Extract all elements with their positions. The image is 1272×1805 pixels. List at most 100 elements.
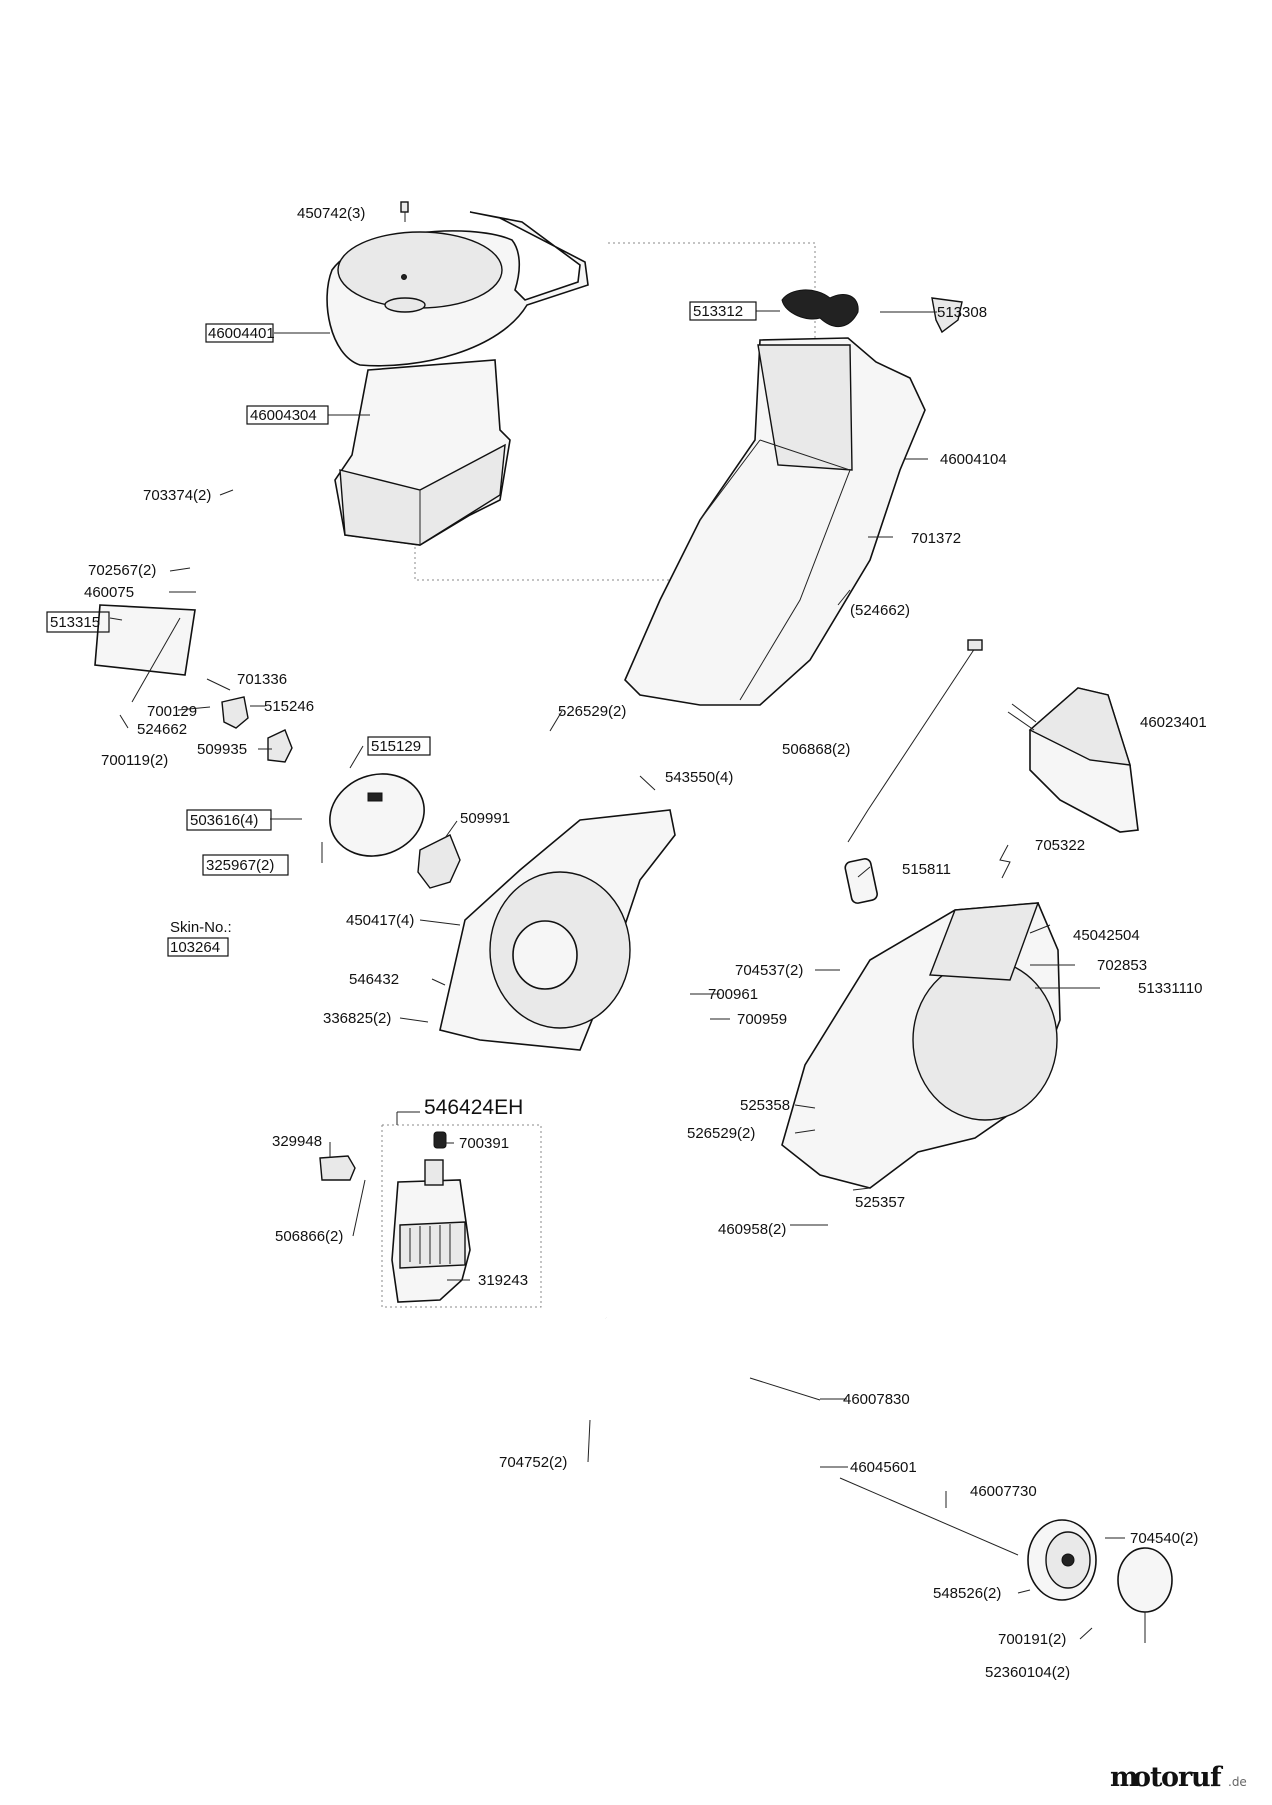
label-509935: 509935 (197, 741, 247, 758)
watermark-letter: o (1161, 1762, 1179, 1793)
label-525358: 525358 (740, 1097, 790, 1114)
leader-lines (109, 310, 1146, 1643)
label-513312: 513312 (693, 303, 743, 320)
label-336825: 336825(2) (323, 1010, 391, 1027)
gasket-513312 (781, 289, 859, 327)
label-704540: 704540(2) (1130, 1530, 1198, 1547)
label-524662b: (524662) (850, 602, 910, 619)
label-700959: 700959 (737, 1011, 787, 1028)
label-325967: 325967(2) (206, 857, 274, 874)
watermark-letter: u (1191, 1762, 1211, 1793)
label-702853: 702853 (1097, 957, 1147, 974)
label-46023401: 46023401 (1140, 714, 1207, 731)
label-103264: 103264 (170, 939, 220, 956)
label-704537: 704537(2) (735, 962, 803, 979)
label-46004401: 46004401 (208, 325, 275, 342)
label-506868: 506868(2) (782, 741, 850, 758)
label-548526: 548526(2) (933, 1585, 1001, 1602)
box-103264 (167, 937, 229, 957)
label-524662: 524662 (137, 721, 187, 738)
label-515129: 515129 (371, 738, 421, 755)
watermark-logo: m o t o r u f .de (1110, 1762, 1247, 1793)
label-513315: 513315 (50, 614, 100, 631)
switch-box-part (1007, 687, 1139, 833)
wheel-part (1027, 1519, 1097, 1601)
box-513312 (689, 301, 757, 321)
clip-513308 (931, 297, 963, 334)
label-515811: 515811 (902, 861, 951, 878)
label-46045601: 46045601 (850, 1459, 917, 1476)
axle-46007730 (839, 1477, 1019, 1556)
label-703374: 703374(2) (143, 487, 211, 504)
frame-handle-part (530, 1313, 824, 1554)
label-525357: 525357 (855, 1194, 905, 1211)
label-701372: 701372 (911, 530, 961, 547)
blade-disc-part (329, 773, 425, 857)
watermark-suffix: .de (1228, 1775, 1247, 1789)
label-546424EH: 546424EH (424, 1096, 523, 1119)
label-700391: 700391 (459, 1135, 509, 1152)
part-labels: 450742(3) 46004401 46004304 513312 51330… (46, 205, 1207, 1681)
box-46004401 (205, 323, 274, 343)
watermark-letter: m (1110, 1762, 1139, 1793)
label-46007730: 46007730 (970, 1483, 1037, 1500)
label-506866: 506866(2) (275, 1228, 343, 1245)
label-700961: 700961 (708, 986, 758, 1003)
label-329948: 329948 (272, 1133, 322, 1150)
knob-515246 (221, 696, 249, 729)
funnel-part (326, 211, 589, 367)
spring-705322 (999, 844, 1011, 879)
label-450742: 450742(3) (297, 205, 365, 222)
label-543550: 543550(4) (665, 769, 733, 786)
label-52360104: 52360104(2) (985, 1664, 1070, 1681)
label-46004304: 46004304 (250, 407, 317, 424)
hubcap-part (1117, 1547, 1173, 1613)
watermark-letter: f (1210, 1762, 1224, 1793)
box-46004304 (246, 405, 329, 425)
watermark-letter: o (1133, 1762, 1151, 1793)
box-515129 (367, 736, 431, 756)
connector-329948 (319, 1155, 356, 1181)
label-701336: 701336 (237, 671, 287, 688)
label-51331110: 51331110 (1138, 980, 1203, 997)
label-503616: 503616(4) (190, 812, 258, 829)
rotor-plate-part (439, 809, 676, 1051)
label-513308: 513308 (937, 304, 987, 321)
label-700191: 700191(2) (998, 1631, 1066, 1648)
capacitor-515811 (844, 858, 878, 904)
label-526529b: 526529(2) (687, 1125, 755, 1142)
label-450417: 450417(4) (346, 912, 414, 929)
motor-part (391, 1131, 471, 1303)
label-46007830: 46007830 (843, 1391, 910, 1408)
label-509991: 509991 (460, 810, 510, 827)
label-700119: 700119(2) (101, 752, 168, 769)
box-325967 (202, 854, 289, 876)
label-526529a: 526529(2) (558, 703, 626, 720)
chute-part (334, 359, 511, 546)
label-705322: 705322 (1035, 837, 1085, 854)
bushing-509991 (417, 834, 461, 889)
part-509935 (267, 729, 293, 763)
label-700129: 700129 (147, 703, 197, 720)
plate-513315 (94, 604, 196, 703)
side-housing-part (781, 902, 1061, 1189)
label-546432: 546432 (349, 971, 399, 988)
watermark-letter: r (1178, 1762, 1193, 1793)
top-cover-part (624, 337, 926, 706)
label-704752: 704752(2) (499, 1454, 567, 1471)
label-460075: 460075 (84, 584, 134, 601)
label-45042504: 45042504 (1073, 927, 1140, 944)
label-515246: 515246 (264, 698, 314, 715)
watermark-letter: t (1150, 1762, 1163, 1793)
box-513315 (46, 611, 110, 633)
label-460958: 460958(2) (718, 1221, 786, 1238)
label-skin-no: Skin-No.: (170, 919, 232, 936)
pin-46007830 (749, 1377, 821, 1401)
motor-group-box (381, 1124, 542, 1308)
box-503616 (186, 809, 272, 831)
label-46004104: 46004104 (940, 451, 1007, 468)
label-702567: 702567(2) (88, 562, 156, 579)
label-319243: 319243 (478, 1272, 528, 1289)
cable-506868 (847, 639, 983, 843)
